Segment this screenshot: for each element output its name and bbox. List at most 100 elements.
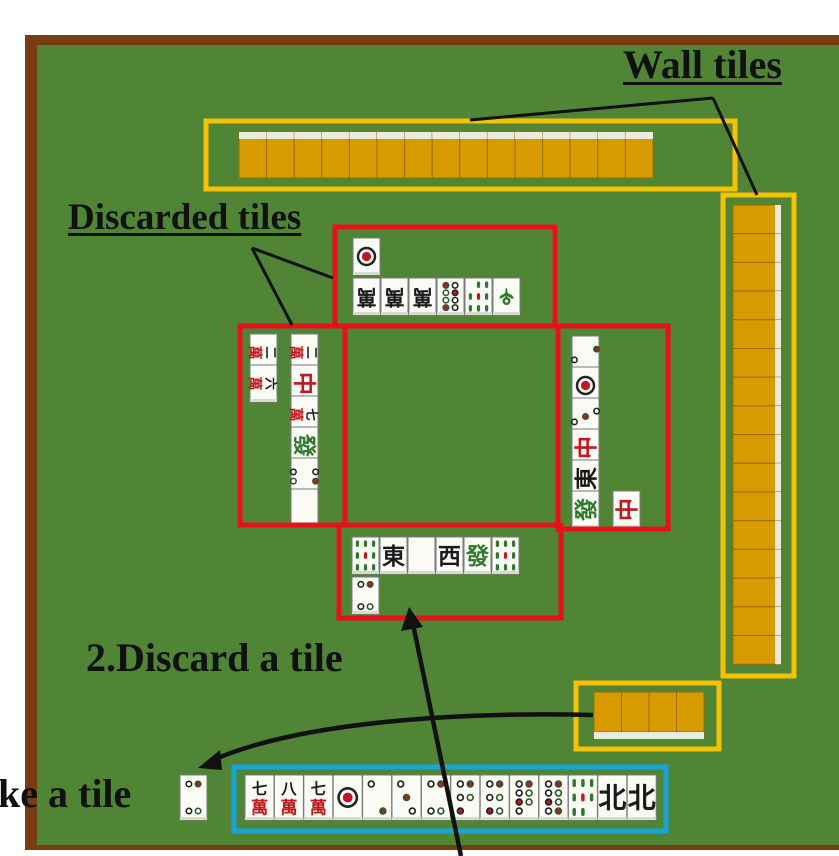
svg-text:發: 發: [290, 433, 317, 457]
svg-text:發: 發: [465, 543, 489, 570]
discarded-tile: 六萬: [246, 365, 278, 402]
discarded-tile: [291, 489, 318, 526]
wall-tile: [267, 132, 295, 178]
wall-tile: [377, 132, 405, 178]
discarded-tile: 萬: [353, 278, 380, 315]
svg-text:萬: 萬: [384, 285, 404, 309]
discarded-tile: 發: [464, 537, 491, 574]
wall-tile: [733, 463, 781, 492]
wall-tile: [733, 607, 781, 636]
wall-tile: [594, 692, 622, 739]
svg-text:七: 七: [252, 780, 267, 798]
discarded-tile: [408, 537, 435, 574]
wall-tile: [733, 406, 781, 435]
svg-text:八: 八: [281, 780, 297, 798]
wall-tile: [733, 492, 781, 521]
wall-tile: [733, 636, 781, 665]
wall-tile: [322, 132, 350, 178]
svg-text:中: 中: [290, 372, 317, 395]
svg-text:萬: 萬: [310, 798, 327, 819]
svg-text:萬: 萬: [287, 407, 304, 421]
wall-tile: [733, 377, 781, 406]
hand-tile: [451, 775, 480, 820]
wall-tile: [733, 234, 781, 263]
hand-tile: 八萬: [274, 775, 303, 820]
wall-tile: [570, 132, 598, 178]
svg-text:東: 東: [382, 543, 405, 570]
hand-tile: 七萬: [245, 775, 274, 820]
svg-text:六: 六: [263, 377, 278, 390]
hand-tile: [480, 775, 509, 820]
svg-text:中: 中: [573, 436, 600, 459]
discarded-tile: [465, 278, 492, 315]
wall-tile: [405, 132, 433, 178]
discarded-tile: [437, 278, 464, 315]
svg-text:萬: 萬: [356, 285, 376, 309]
svg-text:東: 東: [573, 467, 600, 490]
hand-tile: 七萬: [304, 775, 333, 820]
wall-tiles-top: [239, 132, 653, 178]
wall-tile: [598, 132, 626, 178]
wall-tiles-label: Wall tiles: [623, 45, 782, 85]
svg-text:萬: 萬: [412, 285, 432, 309]
hand-tile: [392, 775, 421, 820]
svg-text:西: 西: [438, 543, 461, 570]
drawn-tile: [180, 775, 207, 820]
wall-tile: [625, 132, 653, 178]
svg-text:萬: 萬: [246, 376, 263, 390]
wall-tile: [733, 205, 781, 234]
discarded-tile: [352, 537, 379, 574]
hand-tile: [539, 775, 568, 820]
wall-tile: [733, 320, 781, 349]
wall-tile: [649, 692, 677, 739]
hand-tile: [510, 775, 539, 820]
svg-text:萬: 萬: [251, 798, 268, 819]
svg-text:二: 二: [263, 346, 278, 359]
wall-tile: [543, 132, 571, 178]
wall-tile: [239, 132, 267, 178]
wall-tile: [733, 549, 781, 578]
discarded-tile: ⚘: [493, 278, 520, 315]
hand-tile: 北: [627, 775, 656, 820]
discard-step-label: 2.Discard a tile: [86, 638, 343, 678]
svg-text:二: 二: [304, 346, 319, 359]
wall-tile: [515, 132, 543, 178]
discarded-tile: 西: [436, 537, 463, 574]
wall-tile: [733, 435, 781, 464]
discarded-tile: 發: [572, 491, 600, 528]
wall-tile: [677, 692, 705, 739]
hand-tile: [333, 775, 362, 820]
svg-text:萬: 萬: [246, 345, 263, 359]
svg-text:中: 中: [614, 498, 641, 521]
discarded-tile: 東: [380, 537, 407, 574]
wall-tile: [733, 521, 781, 550]
discarded-tile: [492, 537, 519, 574]
wall-tile: [460, 132, 488, 178]
wall-tile: [733, 578, 781, 607]
svg-text:七: 七: [304, 408, 319, 421]
svg-text:發: 發: [573, 498, 600, 522]
wall-tiles-corner: [594, 692, 704, 739]
svg-text:北: 北: [598, 782, 626, 815]
wall-tile: [487, 132, 515, 178]
discarded-tile: [353, 238, 380, 275]
discarded-tile: 萬: [409, 278, 436, 315]
wall-tile: [733, 349, 781, 378]
svg-text:七: 七: [311, 780, 326, 798]
discarded-tile: 中: [613, 491, 641, 528]
wall-tiles-right: [733, 205, 781, 664]
take-step-label: ke a tile: [0, 774, 131, 814]
svg-text:萬: 萬: [280, 798, 297, 819]
wall-tile: [432, 132, 460, 178]
hand-tile: [568, 775, 597, 820]
wall-tile: [294, 132, 322, 178]
discarded-tile: [352, 577, 379, 614]
drawn-tile: [180, 775, 207, 820]
discarded-tile: 萬: [381, 278, 408, 315]
wall-tile: [733, 262, 781, 291]
svg-text:⚘: ⚘: [497, 283, 517, 309]
wall-tile: [733, 291, 781, 320]
wall-tile: [349, 132, 377, 178]
discarded-tiles-label: Discarded tiles: [68, 199, 301, 236]
hand-tile: 北: [598, 775, 627, 820]
